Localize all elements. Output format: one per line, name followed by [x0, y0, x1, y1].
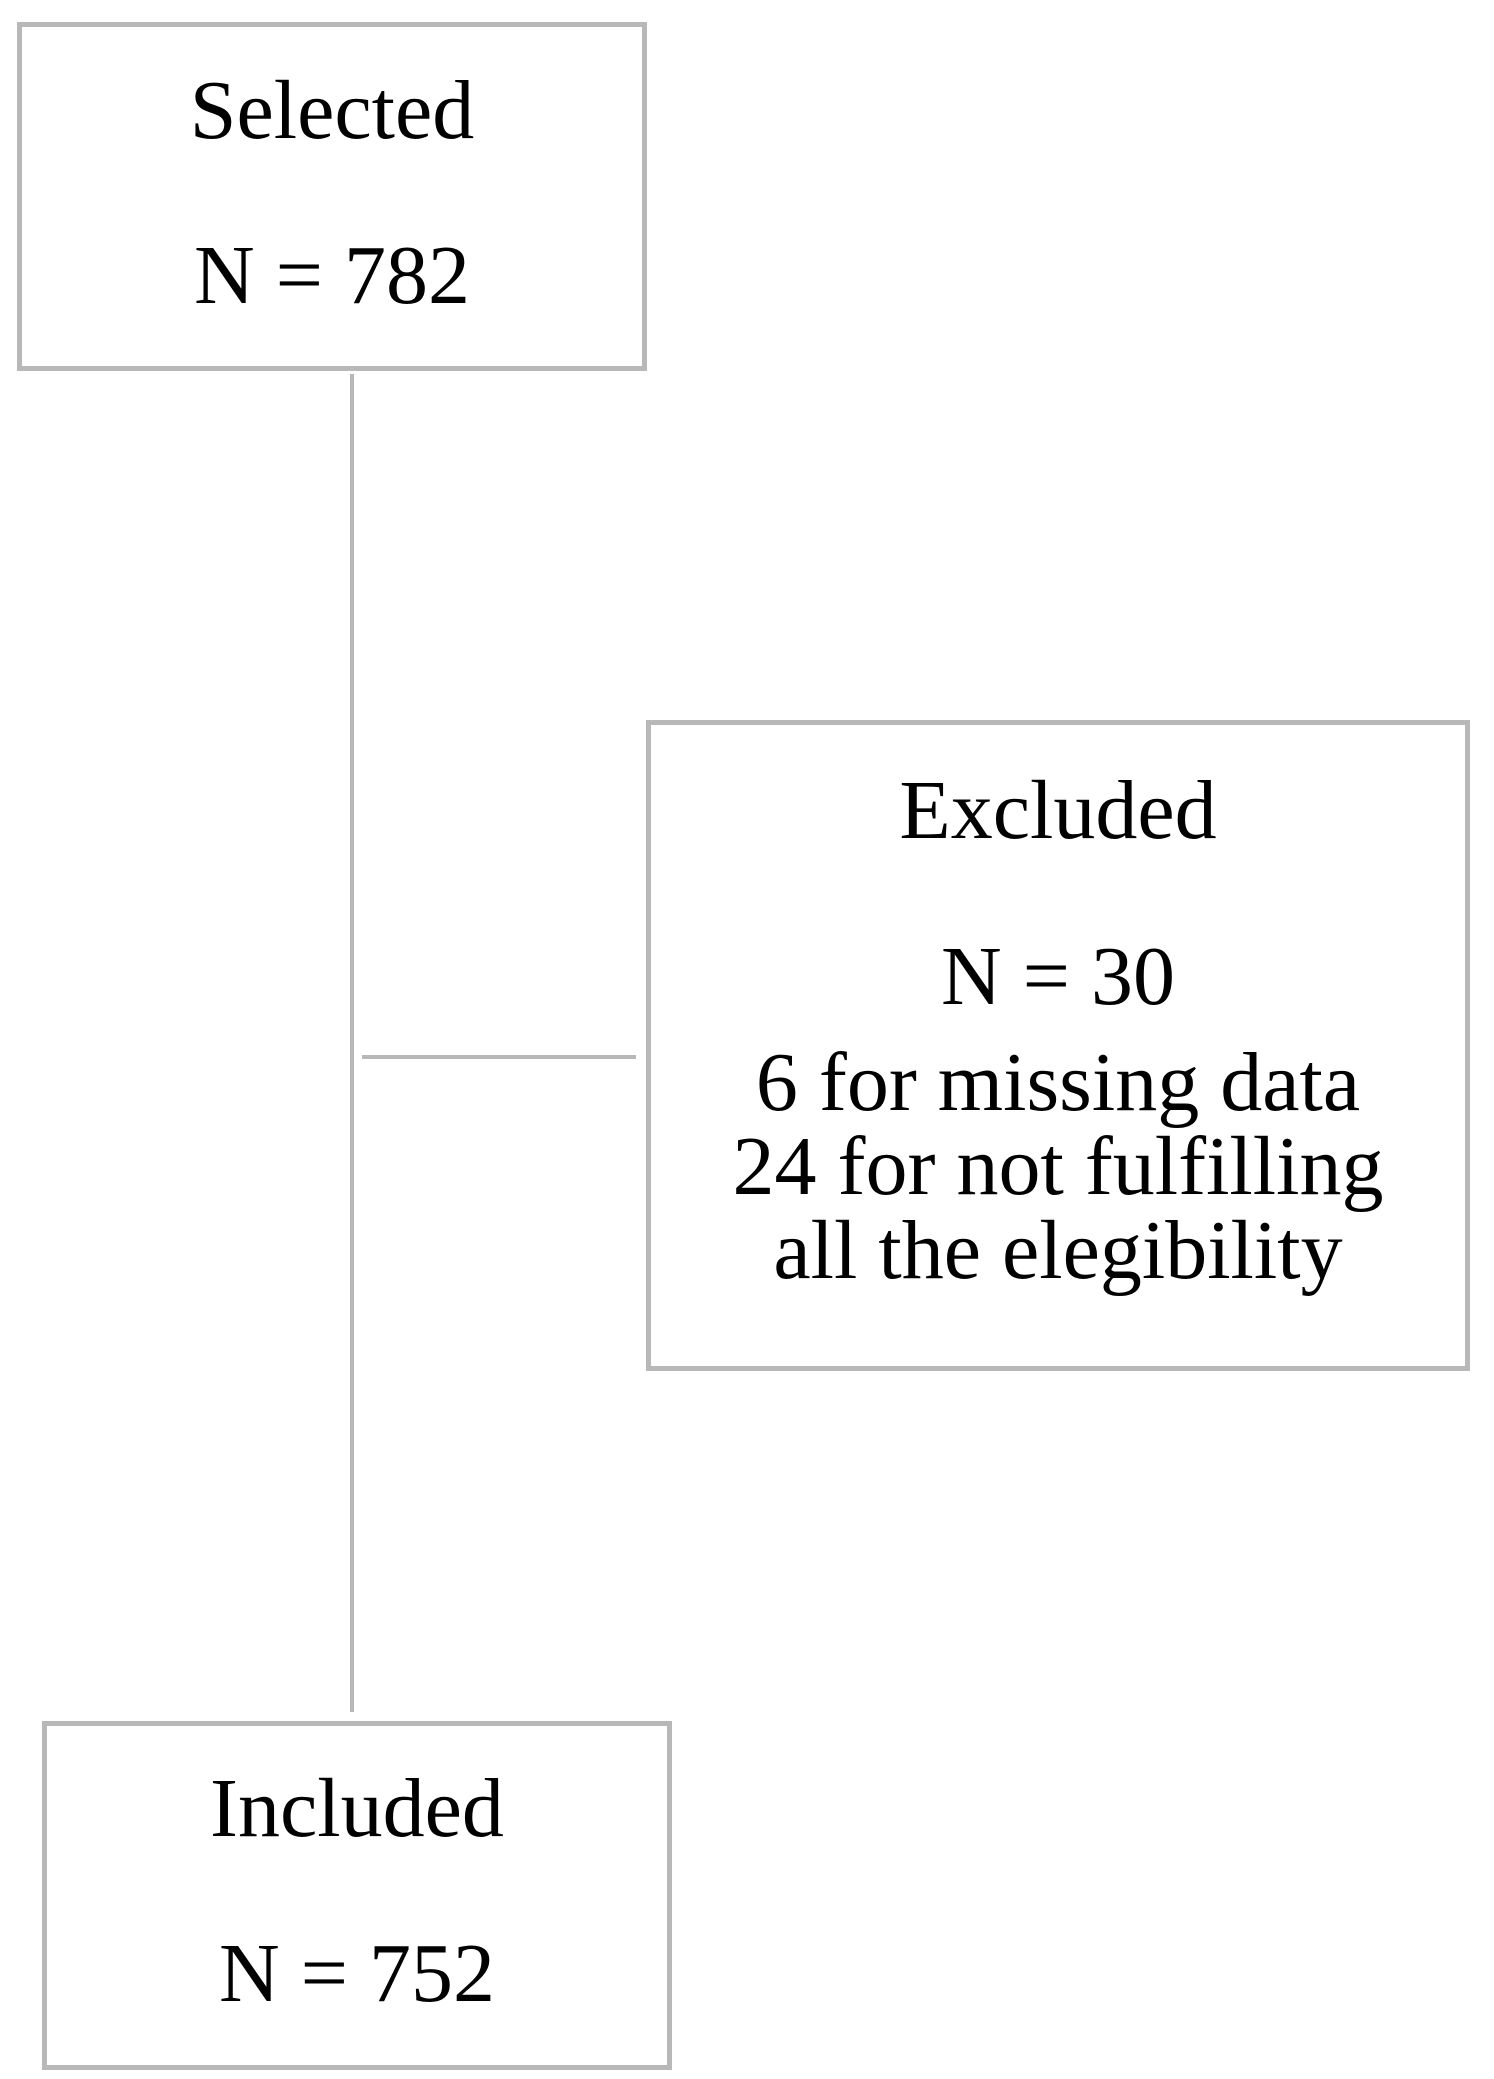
excluded-reason: 24 for not fulfilling	[732, 1120, 1384, 1213]
connector-vertical	[350, 374, 354, 1712]
included-title: Included	[210, 1762, 504, 1855]
excluded-reasons: 6 for missing data 24 for not fulfilling…	[733, 1041, 1384, 1293]
included-count: N = 752	[218, 1927, 496, 2020]
included-box: Included N = 752	[42, 1721, 672, 2070]
selected-count: N = 782	[193, 229, 471, 322]
excluded-reason: all the elegibility	[773, 1204, 1343, 1297]
selected-box: Selected N = 782	[17, 22, 647, 371]
selected-title: Selected	[189, 64, 475, 157]
excluded-reason: 6 for missing data	[755, 1036, 1361, 1129]
excluded-count: N = 30	[940, 930, 1176, 1023]
excluded-box: Excluded N = 30 6 for missing data 24 fo…	[646, 720, 1470, 1371]
connector-branch-excluded	[362, 1055, 636, 1059]
excluded-title: Excluded	[899, 764, 1217, 857]
